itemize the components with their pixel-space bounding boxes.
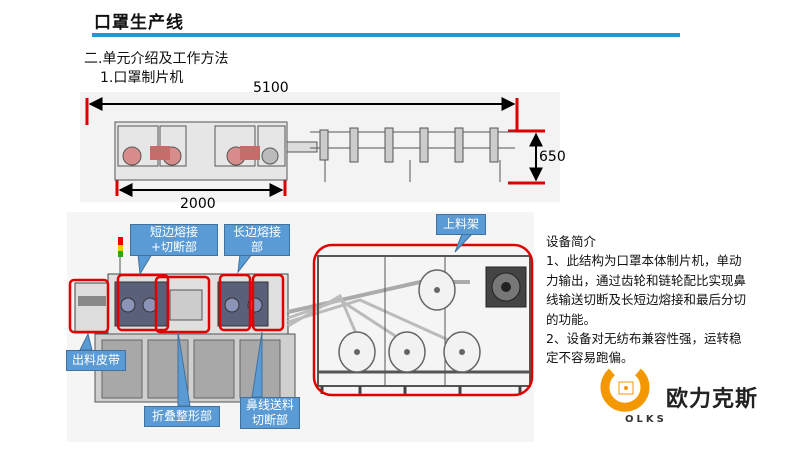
callout-feed-rack: 上料架 (436, 214, 486, 235)
page-title: 口罩生产线 (94, 13, 184, 33)
highlight-output-belt (68, 278, 110, 334)
callout-output-belt: 出料皮带 (66, 350, 126, 371)
description-point-1: 1、此结构为口罩本体制片机，单动力输出，通过齿轮和链轮配比实现鼻线输送切断及长短… (546, 253, 747, 327)
callout-short-edge-welding: 短边熔接 +切断部 (130, 224, 218, 256)
dim-overall-length: 5100 (253, 80, 289, 96)
brand-logo-mark (600, 368, 650, 412)
highlight-feed-rack (312, 243, 534, 397)
highlight-fold (154, 275, 211, 334)
section-heading: 二.单元介绍及工作方法 (84, 51, 229, 67)
section-subheading: 1.口罩制片机 (100, 70, 184, 86)
callout-nose-wire-cutting: 鼻线送料 切断部 (240, 397, 300, 429)
description-heading: 设备简介 (546, 234, 597, 249)
dim-section-length: 2000 (180, 196, 216, 212)
highlight-short-edge (116, 273, 170, 332)
title-underline (92, 33, 680, 37)
callout-folding-shaping: 折叠整形部 (144, 406, 220, 427)
highlight-nose-wire (251, 273, 285, 332)
equipment-description: 设备简介 1、此结构为口罩本体制片机，单动力输出，通过齿轮和链轮配比实现鼻线输送… (546, 232, 746, 368)
highlight-long-edge (218, 273, 252, 332)
callout-long-edge-welding: 长边熔接 部 (224, 224, 290, 256)
brand-name: 欧力克斯 (666, 387, 759, 412)
dim-height: 650 (539, 149, 566, 165)
side-view-drawing (80, 92, 560, 202)
brand-latin: OLKS (625, 414, 667, 425)
description-point-2: 2、设备对无纺布兼容性强，运转稳定不容易跑偏。 (546, 331, 742, 366)
